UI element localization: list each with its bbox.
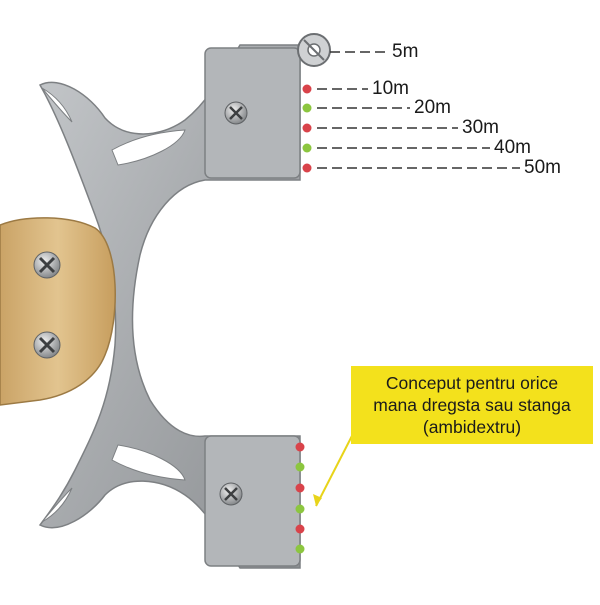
- range-label-5m: 5m: [392, 41, 419, 62]
- fork-tip-top: [204, 47, 301, 179]
- range-label-20m: 20m: [414, 97, 451, 118]
- callout-line-1: Conceput pentru orice: [385, 373, 559, 393]
- screw-icon: [224, 101, 248, 125]
- callout-line-2: mana dregsta sau stanga: [373, 395, 571, 415]
- screw-icon: [219, 482, 243, 506]
- range-label-50m: 50m: [524, 157, 561, 178]
- sight-beads-top: [302, 84, 312, 173]
- frame-slot-top: [111, 129, 186, 166]
- range-lines: [317, 51, 520, 169]
- sight-beads-bottom: [295, 442, 305, 554]
- hook-top: [41, 87, 73, 123]
- wooden-handle: [0, 217, 116, 406]
- hook-bottom: [41, 487, 73, 523]
- fork-tip-bottom: [204, 435, 301, 567]
- screw-icon: [33, 251, 61, 279]
- range-label-10m: 10m: [372, 78, 409, 99]
- callout-arrow: [313, 429, 356, 507]
- range-label-40m: 40m: [494, 137, 531, 158]
- screw-icon: [33, 331, 61, 359]
- frame-slot-bottom: [111, 444, 186, 481]
- ambidextrous-callout: Conceput pentru orice mana dregsta sau s…: [351, 366, 593, 444]
- rotating-sight-icon: [297, 33, 331, 67]
- range-label-30m: 30m: [462, 117, 499, 138]
- callout-line-3: (ambidextru): [422, 417, 522, 437]
